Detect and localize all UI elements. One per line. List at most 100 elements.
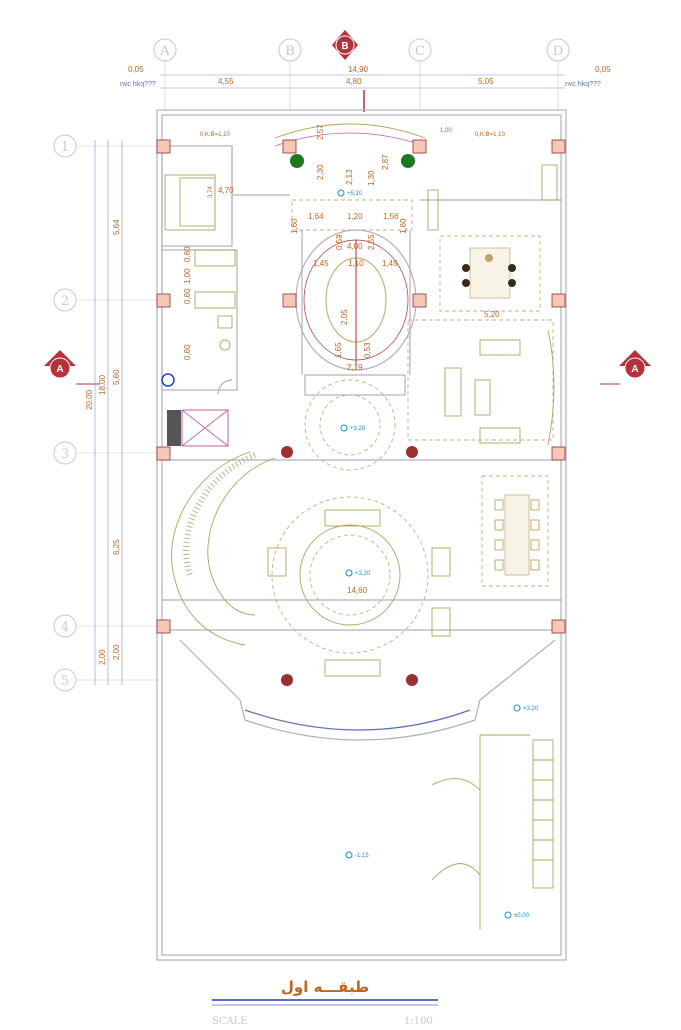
interior-dim: 1,45 xyxy=(382,259,398,268)
interior-dim: 1,10 xyxy=(348,259,364,268)
formal-dining xyxy=(481,475,549,587)
spiral-stair xyxy=(171,451,276,646)
grid-col-a: A xyxy=(153,38,177,62)
top-dim-2: 4,80 xyxy=(346,77,362,86)
section-mark-top-label: B xyxy=(341,41,348,52)
level-value: +3,20 xyxy=(355,571,371,577)
interior-dim: 2,19 xyxy=(347,363,363,372)
opening-label-left: 0,K.B=1,10 xyxy=(200,132,231,138)
scale-value: 1:100 xyxy=(404,1016,433,1027)
grid-col-b-label: B xyxy=(285,44,295,59)
balcony-top xyxy=(274,123,426,168)
interior-dim: 14,60 xyxy=(347,586,368,595)
top-total-dim: 14,90 xyxy=(348,65,369,74)
grid-col-c-label: C xyxy=(415,44,425,59)
level-value: ±0,00 xyxy=(514,913,530,919)
interior-dim: 2,57 xyxy=(316,124,325,140)
interior-dim: 1,60 xyxy=(290,218,299,234)
section-mark-right-label: A xyxy=(631,364,638,375)
interior-dim: 0,60 xyxy=(183,288,192,304)
grid-col-d-label: D xyxy=(553,44,563,59)
room-bath xyxy=(161,249,238,395)
grid-col-a-label: A xyxy=(159,44,170,59)
room-elevator xyxy=(167,409,229,447)
level-marker: -1,15 xyxy=(345,851,369,859)
north-label-right: nvc hkq??? xyxy=(565,81,601,88)
grid-col-c: C xyxy=(408,38,432,62)
level-marker: ±0,00 xyxy=(504,911,530,919)
interior-dim: 1,00 xyxy=(183,268,192,284)
interior-dim: 2,55 xyxy=(367,234,376,250)
interior-dim: 1,20 xyxy=(347,212,363,221)
left-mid-total-dim: 18,00 xyxy=(98,374,107,395)
interior-dim: 2,13 xyxy=(345,169,354,185)
section-mark-right: A xyxy=(600,350,651,385)
section-mark-left-label: A xyxy=(56,364,63,375)
room-living xyxy=(407,319,555,446)
level-value: +3,20 xyxy=(523,706,539,712)
left-dim-4: 2,00 xyxy=(112,644,121,660)
interior-dim: 1,56 xyxy=(383,212,399,221)
grid-row-3: 3 xyxy=(53,441,77,465)
left-dimensions: 20,00 18,00 5,64 5,60 6,25 2,00 2,00 xyxy=(85,140,123,685)
level-marker: +3,20 xyxy=(345,569,371,577)
grid-row-1: 1 xyxy=(53,134,77,158)
left-dim-2: 5,60 xyxy=(112,369,121,385)
interior-dim: 0,59 xyxy=(335,234,344,250)
level-marker: +5,10 xyxy=(337,189,363,197)
scale-label: SCALE xyxy=(212,1016,248,1027)
grid-row-5: 5 xyxy=(53,668,77,692)
interior-dimensions: 4,70 3,74 2,57 2,30 2,13 1,30 2,87 1,64 … xyxy=(183,124,500,595)
grid-row-2-label: 2 xyxy=(61,294,69,309)
north-label-left: nvc hkq??? xyxy=(120,81,156,88)
section-mark-top: B xyxy=(332,30,365,112)
interior-dim: 1,65 xyxy=(334,342,343,358)
drawing-title: طبقـــه اول xyxy=(281,978,369,996)
opening-label-right: 0,K.B=1,10 xyxy=(475,132,506,138)
lower-stairs xyxy=(431,734,554,930)
interior-dim: 1,64 xyxy=(308,212,324,221)
top-dim-3: 5,05 xyxy=(478,77,494,86)
interior-dim: 5,20 xyxy=(484,310,500,319)
grid-col-d: D xyxy=(546,38,570,62)
grid-lines xyxy=(76,60,559,681)
level-value: -1,15 xyxy=(355,853,369,859)
building-outline xyxy=(156,109,567,961)
title-block: طبقـــه اول SCALE 1:100 xyxy=(212,978,438,1027)
structural-columns xyxy=(156,139,566,634)
left-dim-outer-bottom: 2,00 xyxy=(98,649,107,665)
grid-row-5-label: 5 xyxy=(61,674,69,689)
interior-dim: 1,60 xyxy=(399,218,408,234)
interior-dim: 1,00 xyxy=(440,128,452,134)
offset-right: 0,05 xyxy=(595,65,611,74)
level-marker: +3,20 xyxy=(340,424,366,432)
grid-row-1-label: 1 xyxy=(61,140,69,155)
interior-dim: 2,87 xyxy=(381,154,390,170)
top-dimensions: nvc hkq??? nvc hkq??? 0,05 0,05 14,90 4,… xyxy=(120,65,611,89)
interior-dim: 4,00 xyxy=(347,242,363,251)
top-dim-1: 4,55 xyxy=(218,77,234,86)
grid-col-b: B xyxy=(278,38,302,62)
level-markers: +5,10 +3,20 +3,20 +3,20 -1,15 ±0,00 xyxy=(337,189,539,919)
interior-dim: 0,60 xyxy=(183,246,192,262)
room-dining xyxy=(420,164,561,312)
room-bedroom xyxy=(161,145,290,247)
left-total-dim: 20,00 xyxy=(85,389,94,410)
grid-row-2: 2 xyxy=(53,288,77,312)
left-dim-1: 5,64 xyxy=(112,219,121,235)
interior-dim: 2,30 xyxy=(316,164,325,180)
interior-dim: 1,45 xyxy=(313,259,329,268)
section-mark-left: A xyxy=(44,350,100,385)
interior-dim: 0,60 xyxy=(183,344,192,360)
grid-row-3-label: 3 xyxy=(61,447,69,462)
left-dim-3: 6,25 xyxy=(112,539,121,555)
main-hall xyxy=(179,446,556,741)
interior-dim: 4,70 xyxy=(218,186,234,195)
interior-dim: 0,53 xyxy=(363,342,372,358)
grid-row-4: 4 xyxy=(53,614,77,638)
interior-dim: 1,30 xyxy=(367,170,376,186)
interior-dim: 2,05 xyxy=(340,309,349,325)
level-marker: +3,20 xyxy=(513,704,539,712)
level-value: +3,20 xyxy=(350,426,366,432)
